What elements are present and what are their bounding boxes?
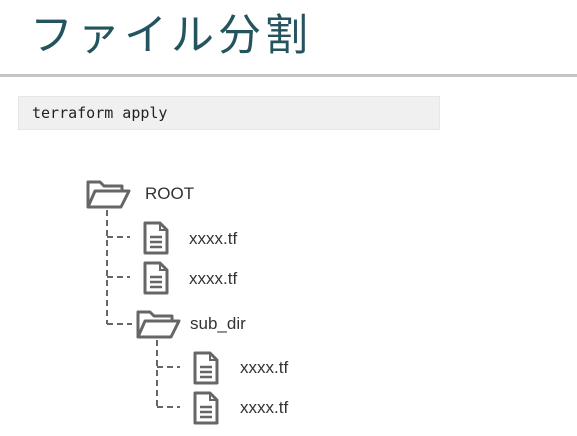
- tree-subdir-label: sub_dir: [190, 314, 246, 333]
- tree-file-label: xxxx.tf: [240, 358, 289, 377]
- tree-file-label: xxxx.tf: [189, 229, 238, 248]
- folder-open-icon: [136, 310, 181, 339]
- command-text: terraform apply: [32, 104, 168, 122]
- file-icon: [193, 351, 219, 385]
- file-icon: [193, 391, 219, 425]
- page-title: ファイル分割: [30, 11, 312, 61]
- title-divider: [0, 74, 577, 77]
- tree-file-label: xxxx.tf: [240, 398, 289, 417]
- folder-open-icon: [86, 180, 131, 209]
- file-icon: [143, 221, 169, 255]
- tree-file-label: xxxx.tf: [189, 269, 238, 288]
- file-icon: [143, 261, 169, 295]
- tree-root-label: ROOT: [145, 184, 195, 203]
- command-code-block: terraform apply: [18, 96, 440, 130]
